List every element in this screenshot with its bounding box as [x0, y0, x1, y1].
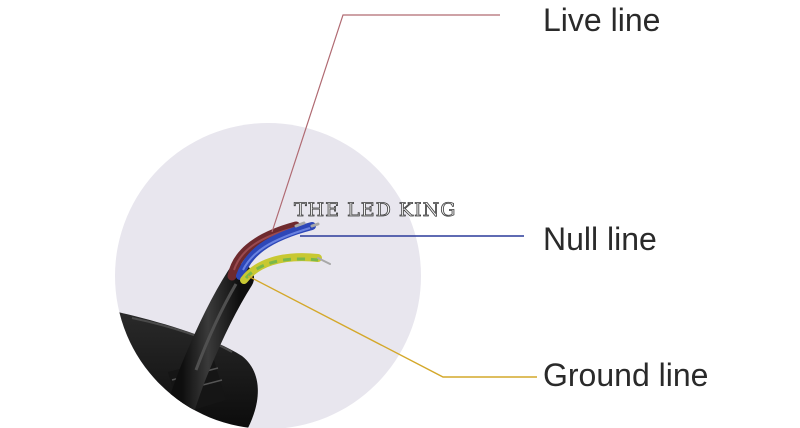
null-conductor-tip	[310, 222, 320, 228]
live-line-label: Live line	[543, 2, 661, 38]
null-wire-highlight	[242, 227, 311, 271]
null-line-label: Null line	[543, 221, 657, 257]
watermark-text: THE LED KING	[294, 199, 457, 222]
ground-wire-stripe	[244, 257, 319, 280]
live-conductor-tip	[294, 221, 306, 228]
ground-leader-line	[247, 275, 537, 378]
fixture-highlight	[131, 317, 233, 353]
ground-conductor-tip	[317, 257, 331, 265]
ground-line-label: Ground line	[543, 357, 709, 393]
live-leader-line	[271, 14, 500, 233]
cable-sheath-highlight	[194, 283, 238, 371]
